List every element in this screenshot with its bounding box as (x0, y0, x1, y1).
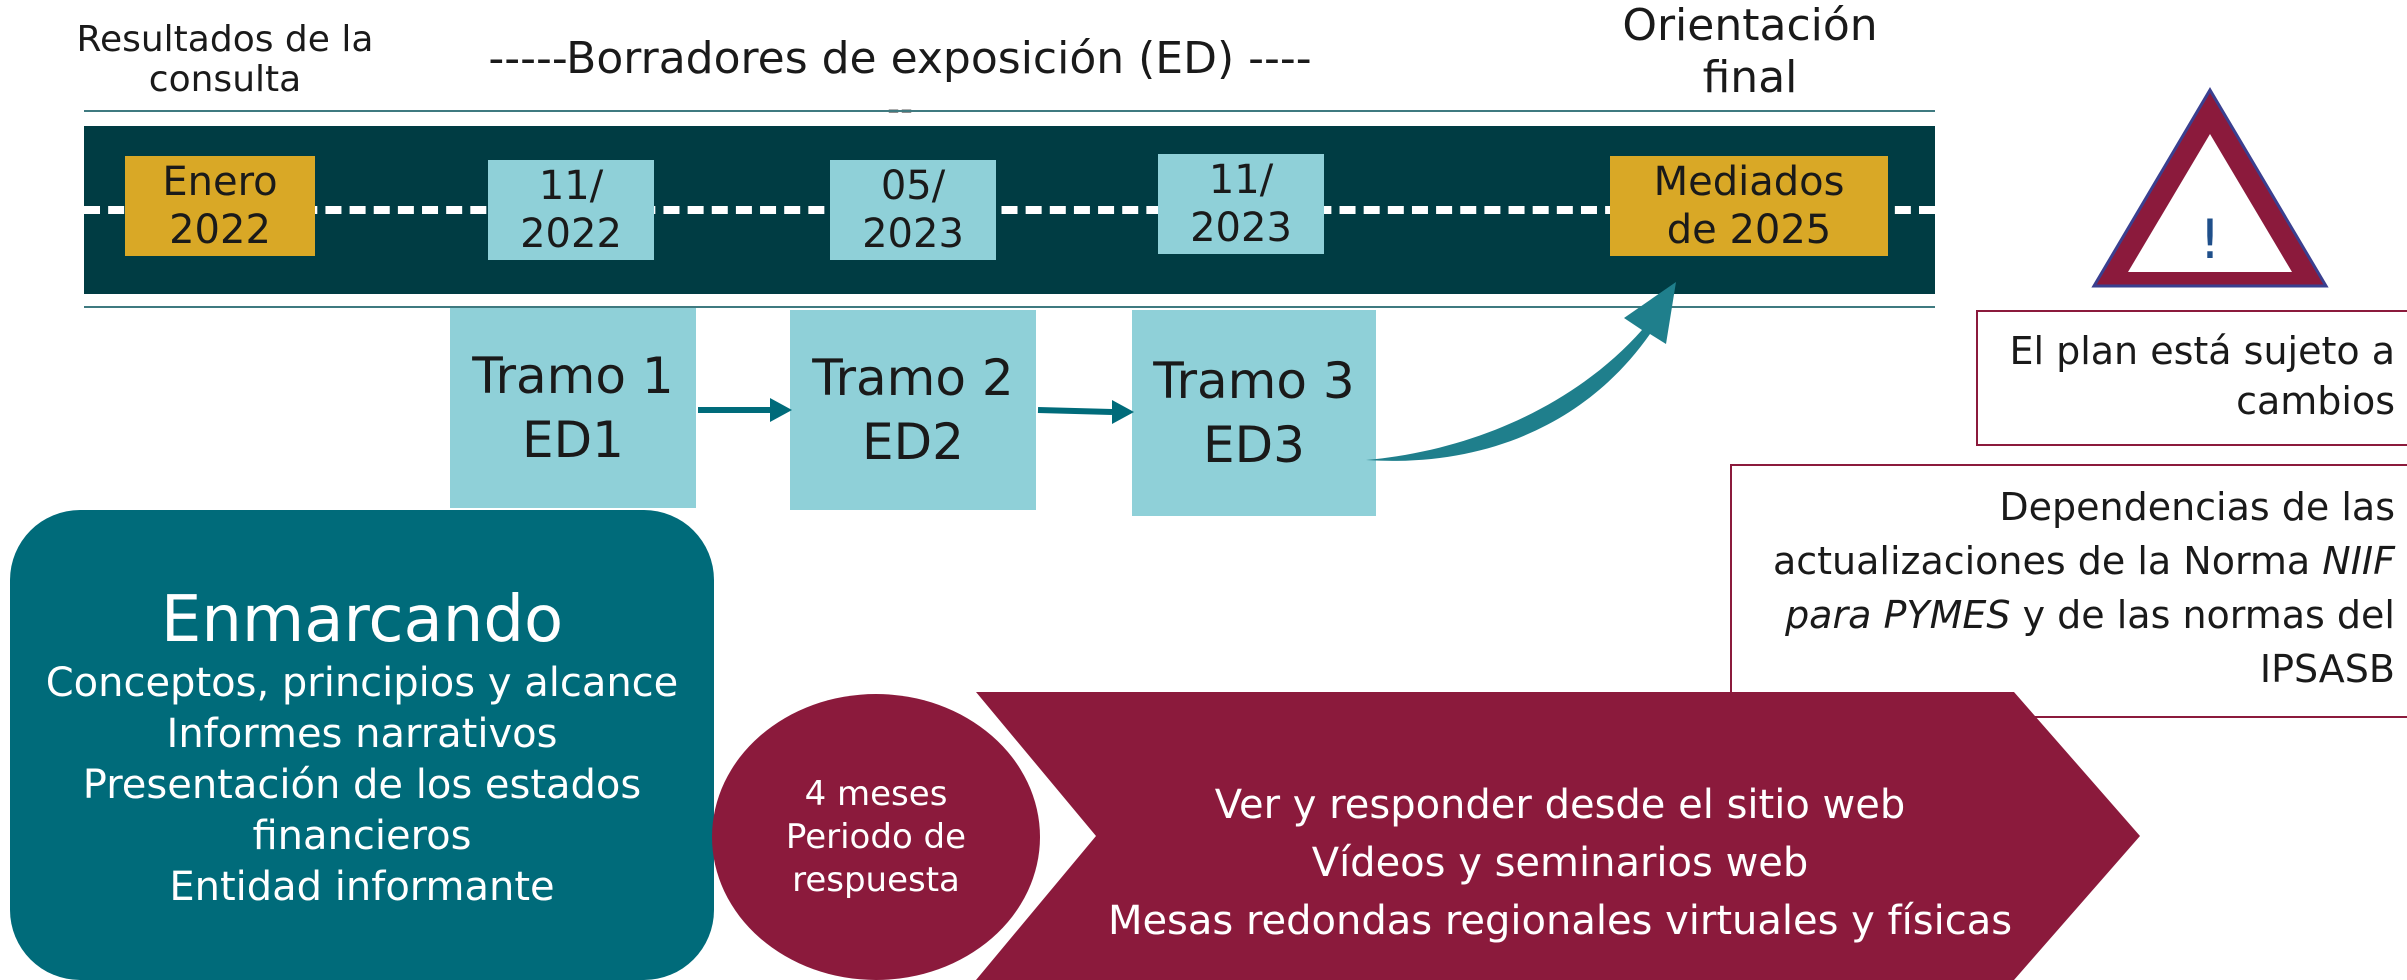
enmarcando-panel: Enmarcando Conceptos, principios y alcan… (10, 510, 714, 980)
enmarcando-item: Presentación de los estados (82, 762, 642, 808)
tramo-title: Tramo 3 (1153, 352, 1355, 410)
dependencias-line-3: para PYMES y de las normas del (1785, 593, 2395, 637)
periodo-line-2: Periodo de (785, 816, 967, 857)
milestone-mediados-2025: Mediados de 2025 (1610, 156, 1888, 256)
periodo-line-1: 4 meses (804, 773, 948, 814)
milestone-line-2: 2023 (862, 211, 964, 257)
arrow-tramo-2-to-3 (1037, 400, 1134, 424)
tramo-ed: ED2 (862, 413, 964, 471)
milestone-line-1: 05/ (880, 163, 946, 209)
milestone-line-2: 2022 (520, 211, 622, 257)
orientacion-label: Orientación final (1560, 0, 1940, 104)
enmarcando-list: Conceptos, principios y alcance Informes… (10, 658, 714, 913)
plan-line-1: El plan está sujeto a (2009, 329, 2395, 373)
tramo-1-box: Tramo 1 ED1 (450, 308, 696, 508)
consulta-line-2: consulta (148, 59, 302, 100)
arrow-tramo-1-to-2 (698, 398, 792, 422)
borradores-text: -----Borradores de exposición (ED) ---- (488, 33, 1312, 84)
milestone-line-2: 2022 (169, 207, 271, 253)
milestone-11-2022: 11/ 2022 (488, 160, 654, 260)
engagement-text: Ver y responder desde el sitio web Vídeo… (1090, 776, 2030, 950)
tramo-title: Tramo 2 (812, 349, 1014, 407)
enmarcando-item: Conceptos, principios y alcance (45, 660, 679, 706)
tramo-ed: ED3 (1203, 416, 1305, 474)
dependencias-line-1: Dependencias de las (1999, 485, 2395, 529)
engagement-line: Vídeos y seminarios web (1311, 840, 1809, 886)
enmarcando-item: Informes narrativos (166, 711, 558, 757)
orientacion-line-2: final (1702, 52, 1798, 103)
milestone-line-1: Mediados (1653, 159, 1845, 205)
consulta-line-1: Resultados de la (76, 19, 374, 60)
orientacion-line-1: Orientación (1622, 0, 1878, 51)
tramo-2-box: Tramo 2 ED2 (790, 310, 1036, 510)
tramo-ed: ED1 (522, 411, 624, 469)
engagement-line: Mesas redondas regionales virtuales y fí… (1107, 898, 2013, 944)
dependencias-line-2: actualizaciones de la Norma NIIF (1772, 539, 2395, 583)
milestone-line-1: 11/ (538, 163, 604, 209)
niif-italic: NIIF (2322, 539, 2395, 583)
tramo-title: Tramo 1 (472, 347, 674, 405)
dependencias-line-4: IPSASB (2259, 647, 2395, 691)
plan-changes-box: El plan está sujeto a cambios (1976, 310, 2407, 446)
engagement-line: Ver y responder desde el sitio web (1214, 782, 1906, 828)
dependencias-box: Dependencias de las actualizaciones de l… (1730, 464, 2407, 718)
enmarcando-title: Enmarcando (160, 583, 564, 657)
enmarcando-item: financieros (252, 813, 472, 859)
warning-symbol: ! (2199, 208, 2221, 271)
road-bottom-rule (84, 306, 1935, 308)
tramo-3-box: Tramo 3 ED3 (1132, 310, 1376, 516)
warning-triangle-icon: ! (2091, 87, 2329, 288)
milestone-line-1: 11/ (1208, 157, 1274, 203)
milestone-11-2023: 11/ 2023 (1158, 154, 1324, 254)
consulta-label: Resultados de la consulta (70, 20, 380, 100)
periodo-line-3: respuesta (792, 859, 960, 900)
milestone-line-2: de 2025 (1666, 207, 1832, 253)
milestone-line-1: Enero (162, 159, 278, 205)
plan-line-2: cambios (2236, 379, 2395, 423)
milestone-05-2023: 05/ 2023 (830, 160, 996, 260)
road-center-dash (84, 206, 1935, 214)
periodo-ellipse: 4 meses Periodo de respuesta (712, 694, 1040, 980)
enmarcando-item: Entidad informante (169, 864, 555, 910)
pymes-italic: para PYMES (1785, 593, 2011, 637)
road-top-rule (84, 110, 1935, 112)
milestone-line-2: 2023 (1190, 205, 1292, 251)
borradores-label: -----Borradores de exposición (ED) ---- (440, 34, 1360, 84)
curved-arrow-to-final (1366, 282, 1676, 461)
borradores-tail: -- (887, 89, 913, 130)
milestone-enero-2022: Enero 2022 (125, 156, 315, 256)
